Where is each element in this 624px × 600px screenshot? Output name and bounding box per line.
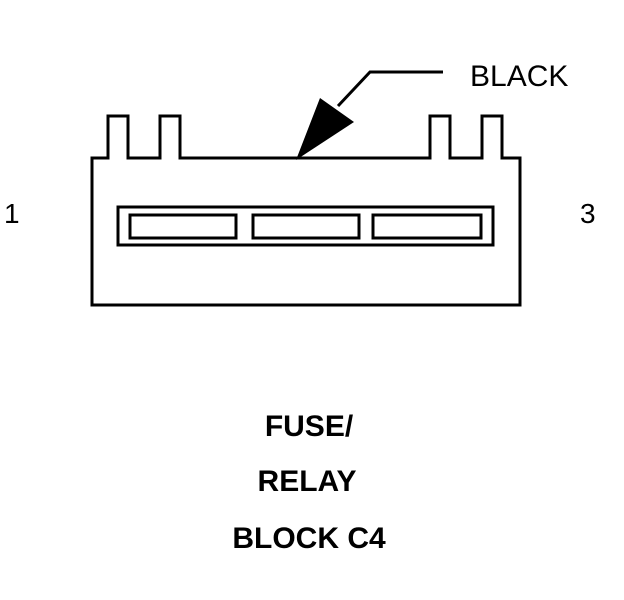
wire-color-label: BLACK (470, 60, 568, 93)
terminal-slot (116, 205, 495, 247)
leader-line (336, 70, 443, 108)
terminal-cavity-3 (371, 213, 483, 240)
leader-arrowhead (296, 98, 354, 160)
caption-line-3: BLOCK C4 (232, 522, 386, 555)
pin-number-left: 1 (4, 198, 20, 229)
connector-body (90, 114, 522, 307)
caption-line-2: RELAY (258, 465, 357, 498)
terminal-cavity-2 (251, 213, 361, 240)
pin-number-right: 3 (580, 198, 596, 229)
caption-line-1: FUSE/ (265, 410, 354, 443)
terminal-cavity-1 (128, 213, 238, 240)
